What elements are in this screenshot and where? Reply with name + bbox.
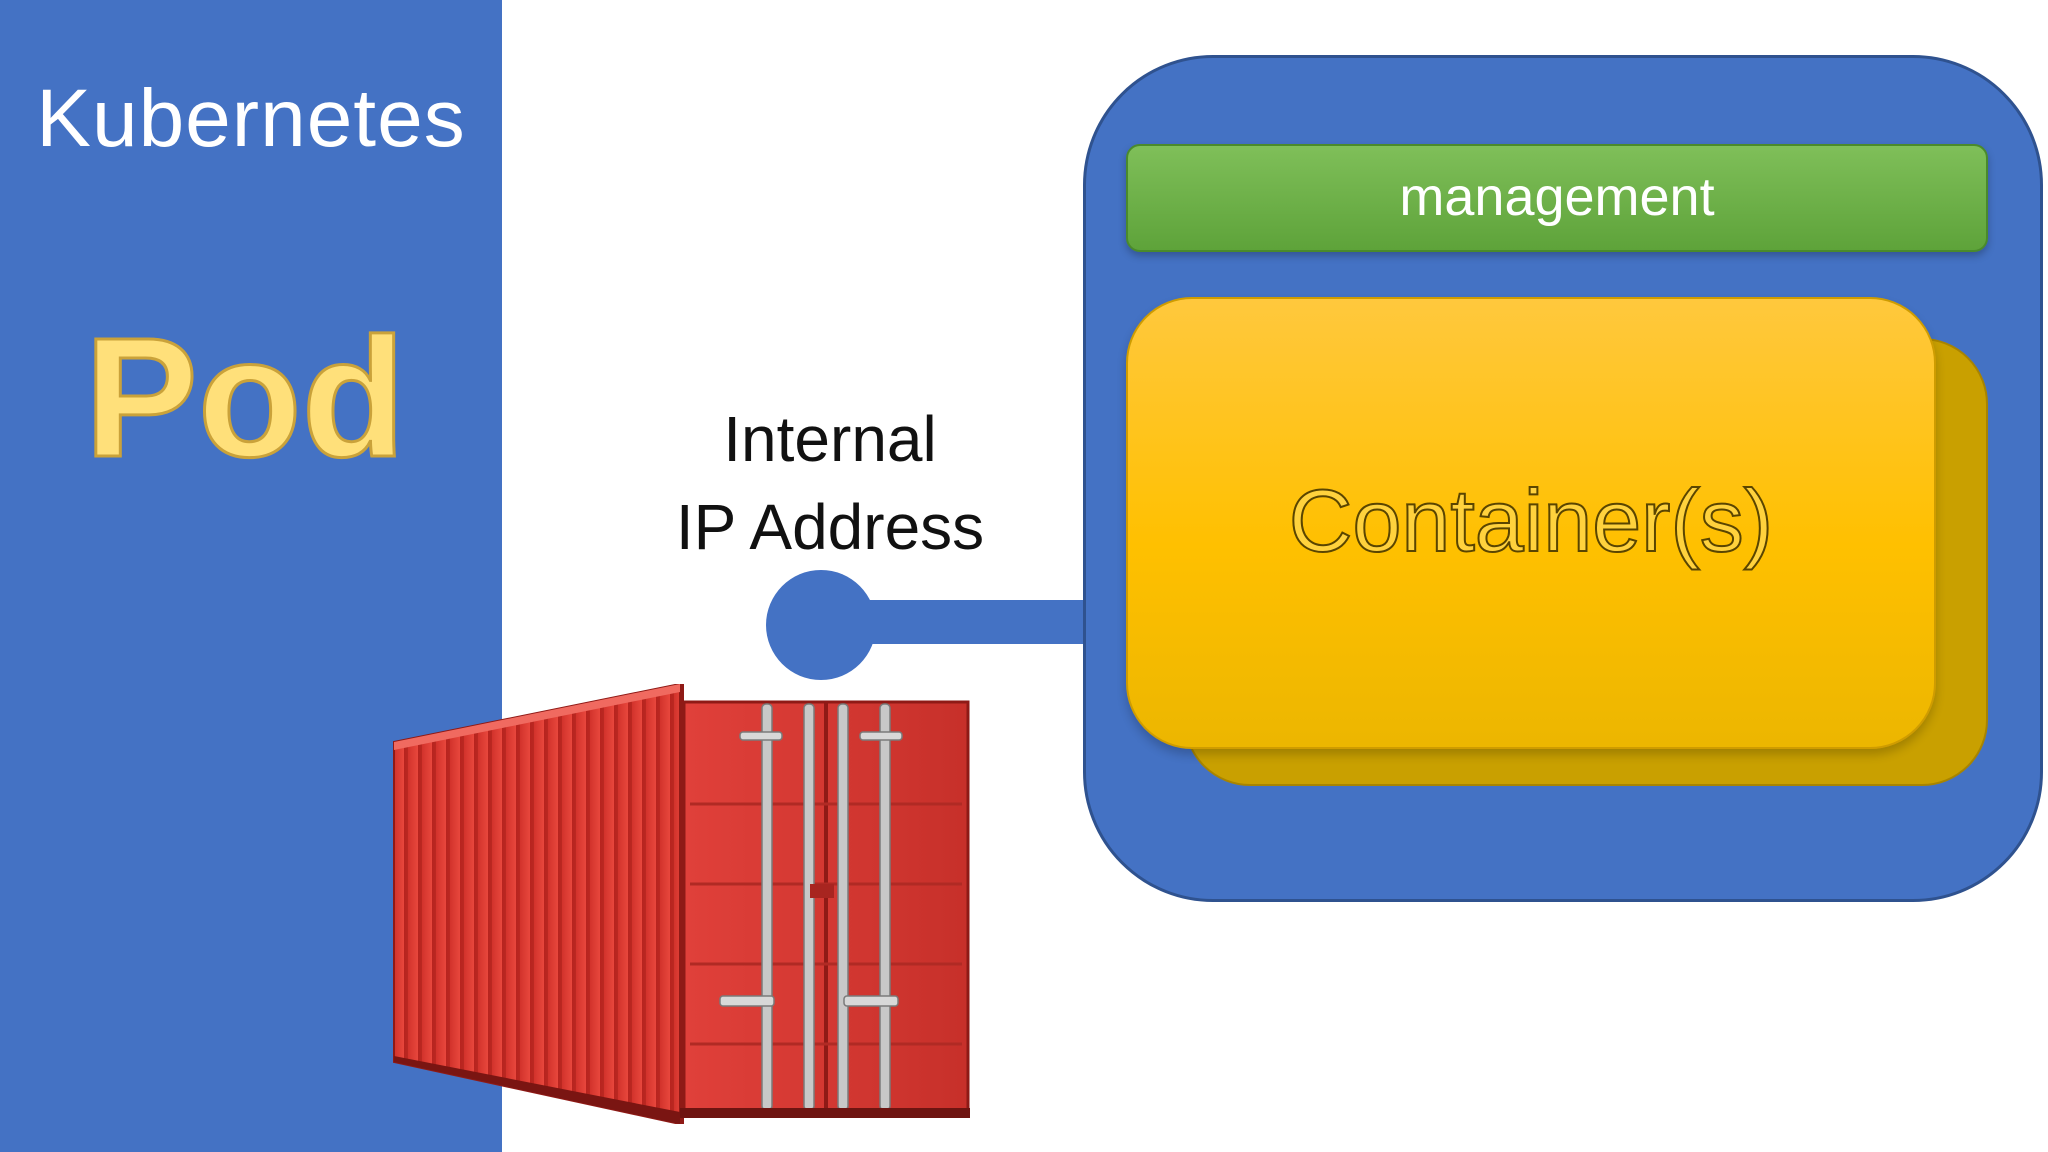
ip-label-line1: Internal <box>723 403 937 475</box>
sidebar-title: Kubernetes <box>36 73 466 164</box>
connector-line <box>850 600 1090 644</box>
shipping-container-icon <box>393 684 970 1124</box>
management-bar: management <box>1126 144 1988 252</box>
ip-label-line2: IP Address <box>675 491 985 563</box>
container-label: Container(s) <box>1288 470 1774 571</box>
ip-address-label: Internal IP Address <box>640 395 1020 571</box>
pod-heading: Pod <box>83 302 407 495</box>
container-box <box>1126 297 1936 749</box>
ip-endpoint-dot <box>766 570 876 680</box>
